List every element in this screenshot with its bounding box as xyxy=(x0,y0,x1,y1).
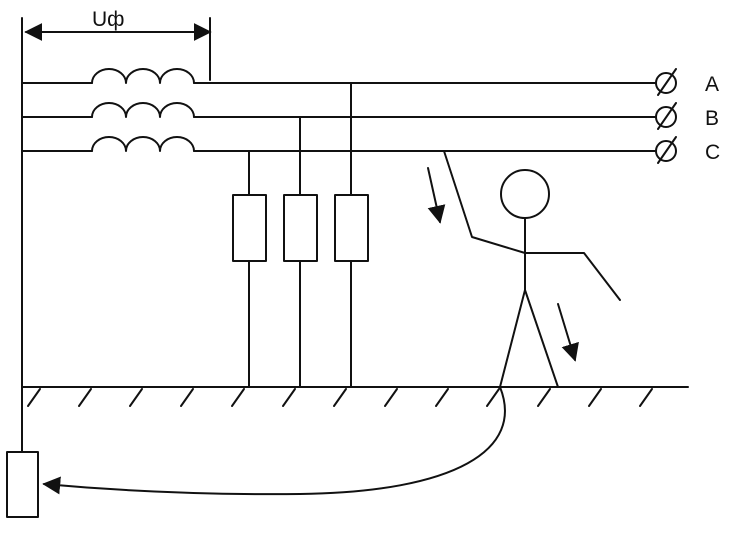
current-arrow-down-leg xyxy=(557,303,579,362)
transformer-winding-c xyxy=(91,136,195,152)
earth-current-path xyxy=(42,386,506,496)
phase-label-a: A xyxy=(705,73,719,96)
transformer-winding-b xyxy=(91,102,195,118)
person-right-leg xyxy=(524,289,559,388)
phase-line-c xyxy=(21,136,656,152)
voltage-dimension xyxy=(24,17,212,81)
person-head xyxy=(500,169,550,219)
grounding-electrode xyxy=(6,451,39,518)
terminal-c xyxy=(655,136,677,164)
phase-label-c: C xyxy=(705,141,720,164)
ground-hatching xyxy=(27,388,653,407)
person-figure xyxy=(443,150,621,388)
insulation-resistance-c xyxy=(232,150,267,388)
phase-voltage-label: Uф xyxy=(92,8,124,31)
person-other-arm xyxy=(524,252,621,301)
person-left-leg xyxy=(499,289,526,388)
terminal-a xyxy=(655,68,677,96)
terminal-b xyxy=(655,102,677,130)
insulation-resistance-b xyxy=(283,116,318,388)
person-raised-arm xyxy=(443,150,526,254)
insulation-resistance-a xyxy=(334,82,369,388)
phase-line-b xyxy=(21,102,656,118)
transformer-winding-a xyxy=(91,68,195,84)
current-arrow-down-line xyxy=(427,167,446,224)
phase-label-b: B xyxy=(705,107,719,130)
ground-surface xyxy=(21,386,689,407)
phase-line-a xyxy=(21,68,656,84)
